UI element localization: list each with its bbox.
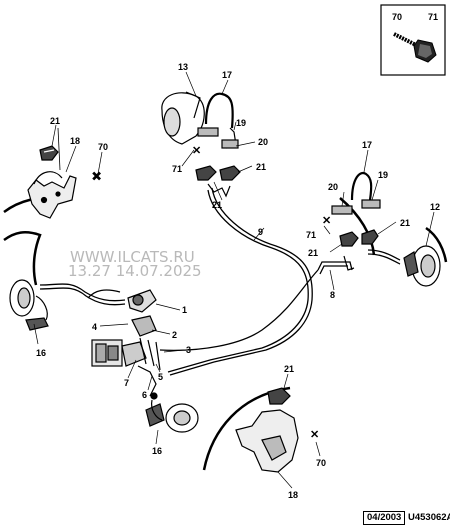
callout-9: 9 (258, 227, 263, 237)
svg-text:✕: ✕ (310, 429, 319, 441)
callout-2: 2 (172, 330, 177, 340)
pipe-9 (167, 189, 309, 373)
callout-12: 12 (430, 202, 440, 212)
callout-4: 4 (92, 322, 97, 332)
callout-18-upper-left: 18 (70, 136, 80, 146)
callout-21-c: 21 (308, 248, 318, 258)
rear-hose-right: ✕ (322, 171, 381, 271)
callout-71-right: 71 (306, 230, 316, 240)
callout-21-a: 21 (256, 162, 266, 172)
svg-text:✕: ✕ (92, 171, 101, 183)
callout-19-left: 19 (236, 118, 246, 128)
callout-labels: 21 18 70 16 13 17 19 20 71 21 21 9 17 20… (36, 62, 440, 500)
inset-label-70: 70 (392, 12, 402, 22)
svg-text:✕: ✕ (192, 145, 201, 157)
footer-date: 04/2003 (363, 511, 406, 525)
callout-70-upper-left: 70 (98, 142, 108, 152)
footer-code: U453062A (408, 512, 450, 523)
brake-pipes (39, 187, 401, 376)
rear-right-disc (403, 245, 441, 287)
bracket-bottom: ✕ (235, 387, 319, 473)
pipe-8 (317, 261, 353, 271)
callout-70-bottom: 70 (316, 458, 326, 468)
callout-7: 7 (124, 378, 129, 388)
callout-1: 1 (182, 305, 187, 315)
callout-18-bottom: 18 (288, 490, 298, 500)
callout-17-left: 17 (222, 70, 232, 80)
leader-lines (33, 71, 435, 489)
watermark-date: 13.27 14.07.2025 (68, 262, 202, 280)
callout-21-b: 21 (212, 200, 222, 210)
callout-71-left: 71 (172, 164, 182, 174)
front-left-disc (9, 279, 49, 331)
svg-text:✕: ✕ (322, 215, 331, 227)
bolt-inset: 70 71 (380, 4, 446, 76)
callout-13: 13 (178, 62, 188, 72)
watermark-site: WWW.ILCATS.RU (70, 248, 195, 266)
callout-20-right: 20 (328, 182, 338, 192)
callout-16-bottom: 16 (152, 446, 162, 456)
abs-unit (91, 289, 161, 400)
callout-17-right: 17 (362, 140, 372, 150)
bracket-upper-left: ✕ (27, 127, 102, 219)
callout-3: 3 (186, 345, 191, 355)
front-right-disc: ✕ (161, 91, 241, 198)
rear-left-disc (145, 399, 199, 433)
bolt-icon (393, 32, 437, 63)
pipe-3 (159, 269, 319, 351)
callout-8: 8 (330, 290, 335, 300)
callout-21-bottom: 21 (284, 364, 294, 374)
inset-label-71: 71 (428, 12, 438, 22)
callout-6: 6 (142, 390, 147, 400)
callout-20-left: 20 (258, 137, 268, 147)
callout-19-right: 19 (378, 170, 388, 180)
callout-21-upper-left: 21 (50, 116, 60, 126)
callout-16-left: 16 (36, 348, 46, 358)
callout-5: 5 (158, 372, 163, 382)
callout-21-d: 21 (400, 218, 410, 228)
